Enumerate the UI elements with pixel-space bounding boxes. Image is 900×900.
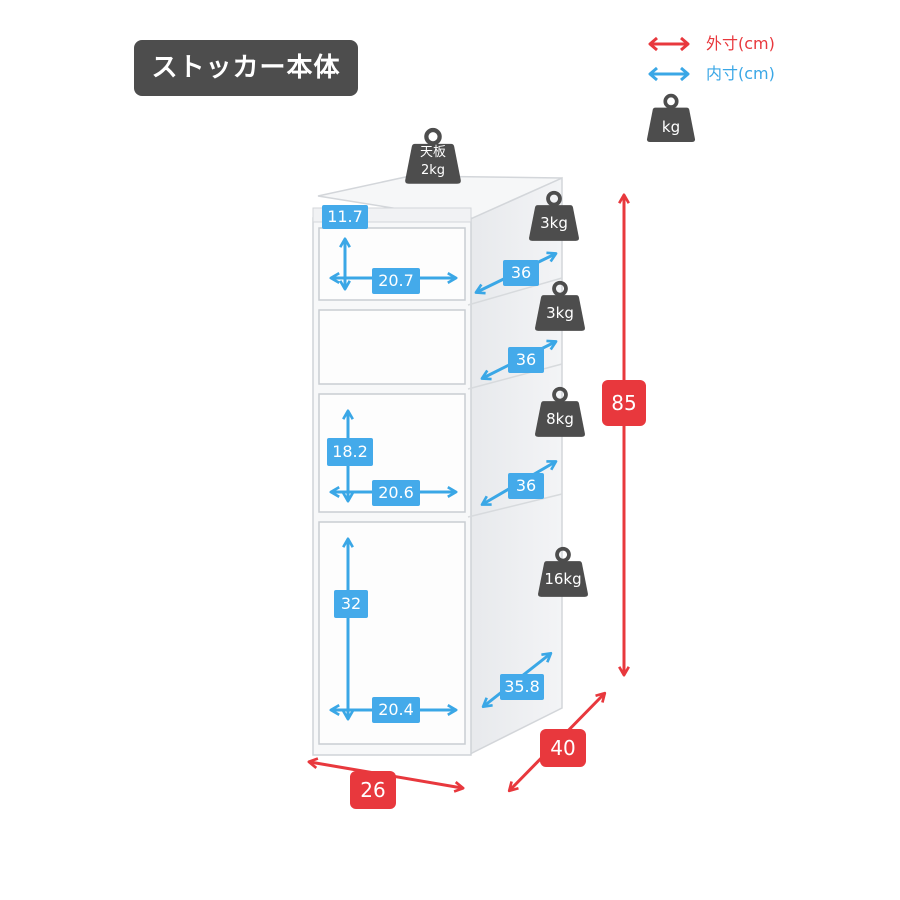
drawer-1-height-label: 11.7 — [322, 205, 368, 229]
drawer-2-depth-label: 36 — [508, 347, 544, 373]
blue-double-arrow-icon — [648, 66, 690, 82]
drawer-4-width-label: 20.4 — [372, 697, 420, 723]
title-badge: ストッカー本体 — [134, 40, 358, 96]
drawer-3-height-label: 18.2 — [327, 438, 373, 466]
drawer-2-weight-label: 3kg — [546, 304, 574, 322]
legend-inner-label: 内寸(cm) — [706, 64, 775, 83]
outer-height-label: 85 — [602, 380, 646, 426]
top-plate-name-label: 天板 — [419, 145, 446, 160]
drawer-4-weight-label: 16kg — [544, 570, 582, 588]
drawer-4-height-label: 32 — [334, 590, 368, 618]
drawer-4-depth-label: 35.8 — [500, 674, 544, 700]
drawer-3-weight-label: 8kg — [546, 410, 574, 428]
drawer-1-weight-label: 3kg — [540, 214, 568, 232]
drawer-3-depth-label: 36 — [508, 473, 544, 499]
drawer-3-width-label: 20.6 — [372, 480, 420, 506]
outer-width-label: 26 — [350, 771, 396, 809]
outer-depth-label: 40 — [540, 729, 586, 767]
legend-outer-label: 外寸(cm) — [706, 34, 775, 53]
red-double-arrow-icon — [648, 36, 690, 52]
drawer-1-depth-label: 36 — [503, 260, 539, 286]
drawer-1-width-label: 20.7 — [372, 268, 420, 294]
legend-weight-label: kg — [661, 118, 681, 136]
top-plate-load-label: 2kg — [420, 163, 446, 178]
